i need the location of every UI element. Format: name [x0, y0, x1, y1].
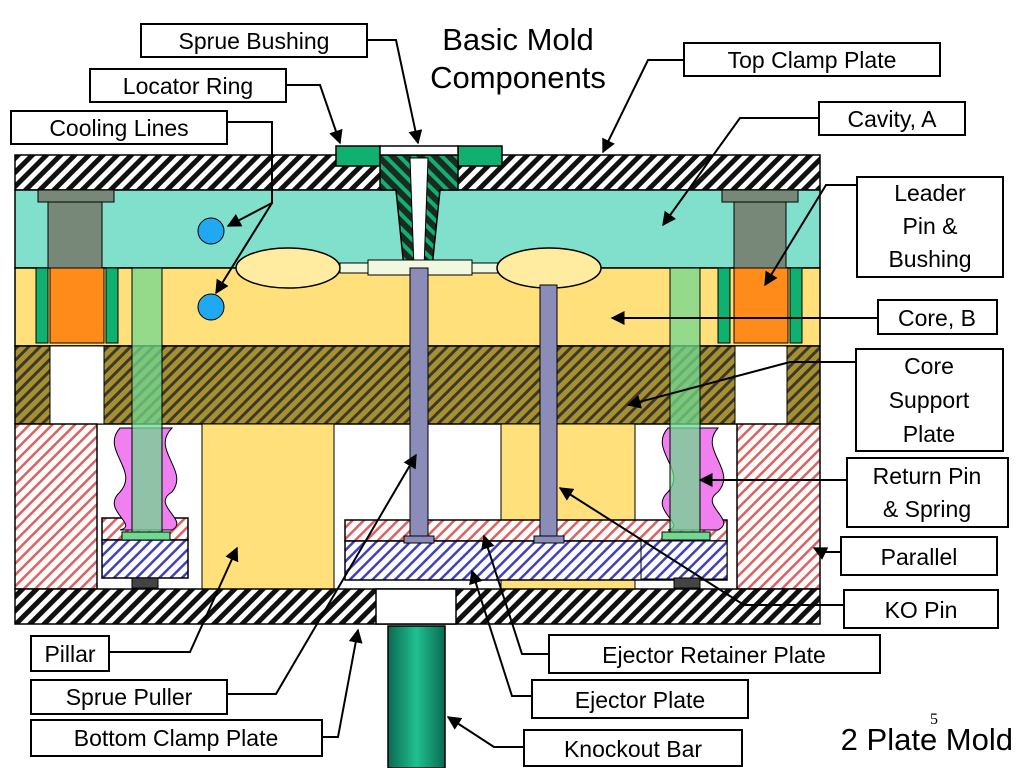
- cooling-line-lower: [197, 293, 225, 321]
- label-box-sprue-puller: [30, 679, 228, 715]
- leader-lines: [108, 39, 877, 748]
- label-box-cooling-lines: [10, 110, 228, 145]
- footer-title: 2 Plate Mold: [841, 722, 1013, 757]
- parallel-left: [14, 423, 98, 590]
- title-line-2: Components: [430, 60, 606, 95]
- return-pin-left: [131, 267, 163, 533]
- label-box-bottom-clamp-plate: [30, 719, 323, 757]
- leader-bushing-wall-right-a: [717, 267, 731, 344]
- label-core-support-line-1: Core: [904, 353, 954, 379]
- label-ejector-plate: Ejector Plate: [575, 687, 705, 713]
- leader-pin-head-right: [721, 189, 799, 203]
- label-ko-pin: KO Pin: [885, 597, 958, 623]
- label-box-core-b: [877, 299, 998, 335]
- label-box-core-support: [855, 348, 1004, 452]
- return-pin-right: [669, 267, 701, 533]
- label-locator-ring: Locator Ring: [123, 73, 253, 99]
- label-box-leader: [856, 176, 1004, 278]
- label-box-pillar: [30, 635, 110, 672]
- leader-pin-head-left: [37, 189, 115, 203]
- label-box-ko-pin: [843, 589, 999, 629]
- label-bottom-clamp-plate: Bottom Clamp Plate: [74, 725, 279, 751]
- molded-part-right: [496, 247, 602, 289]
- label-return-line-1: Return Pin: [873, 463, 982, 489]
- stop-pin-left-head: [131, 577, 159, 589]
- label-box-locator-ring: [89, 68, 287, 103]
- sprue-puller-pin: [409, 267, 429, 537]
- label-core-support-line-3: Plate: [903, 421, 955, 447]
- locator-ring-right: [457, 145, 503, 167]
- page-number: 5: [930, 711, 938, 728]
- parallel-right: [736, 423, 821, 590]
- label-cavity-a: Cavity, A: [847, 106, 937, 132]
- label-cooling-lines: Cooling Lines: [49, 115, 188, 141]
- label-pillar: Pillar: [44, 641, 95, 667]
- ejector-plate-left: [101, 539, 189, 579]
- label-box-ejector-retainer-plate: [548, 634, 881, 674]
- label-box-return-pin: [846, 457, 1009, 528]
- label-ejector-retainer-plate: Ejector Retainer Plate: [602, 642, 826, 668]
- stop-pin-right-head: [673, 577, 701, 589]
- ko-pin-head: [533, 535, 565, 544]
- support-window-left: [49, 345, 105, 425]
- knockout-hole: [375, 588, 457, 625]
- label-box-ejector-plate: [531, 679, 749, 719]
- label-parallel: Parallel: [881, 544, 958, 570]
- label-leader-line-2: Pin &: [903, 213, 958, 239]
- support-window-right: [734, 345, 788, 425]
- leader-bushing-left: [49, 267, 105, 344]
- leader-bushing-wall-right-b: [789, 267, 803, 344]
- return-pin-left-head: [121, 531, 171, 541]
- label-sprue-puller: Sprue Puller: [66, 684, 193, 710]
- title-line-1: Basic Mold: [442, 22, 594, 57]
- ejector-plate-right-ext: [640, 540, 728, 580]
- label-leader-line-1: Leader: [894, 180, 966, 206]
- cooling-line-upper: [197, 217, 225, 245]
- locator-ring-left: [335, 145, 381, 167]
- label-box-sprue-bushing: [140, 23, 368, 58]
- label-sprue-bushing: Sprue Bushing: [179, 28, 330, 54]
- leader-bushing-right: [733, 267, 789, 344]
- leader-bushing-wall-left-a: [35, 267, 49, 344]
- label-core-support-line-2: Support: [889, 387, 970, 413]
- label-leader-line-3: Bushing: [888, 246, 971, 272]
- label-core-b: Core, B: [898, 305, 976, 331]
- label-return-line-2: & Spring: [883, 496, 971, 522]
- label-box-parallel: [840, 536, 998, 576]
- label-box-knockout-bar: [523, 729, 743, 767]
- sprue-puller-head: [403, 535, 435, 544]
- sprue-bushing-top: [379, 145, 459, 156]
- label-top-clamp-plate: Top Clamp Plate: [728, 47, 897, 73]
- pillar-left: [201, 423, 335, 590]
- label-box-cavity-a: [818, 101, 966, 136]
- ko-pin: [539, 284, 558, 537]
- label-knockout-bar: Knockout Bar: [564, 736, 702, 762]
- molded-part-left: [235, 247, 341, 289]
- knockout-bar: [387, 625, 446, 768]
- label-box-top-clamp-plate: [683, 42, 941, 77]
- return-pin-right-head: [661, 531, 711, 541]
- leader-pin-right: [733, 189, 787, 269]
- leader-bushing-wall-left-b: [105, 267, 119, 344]
